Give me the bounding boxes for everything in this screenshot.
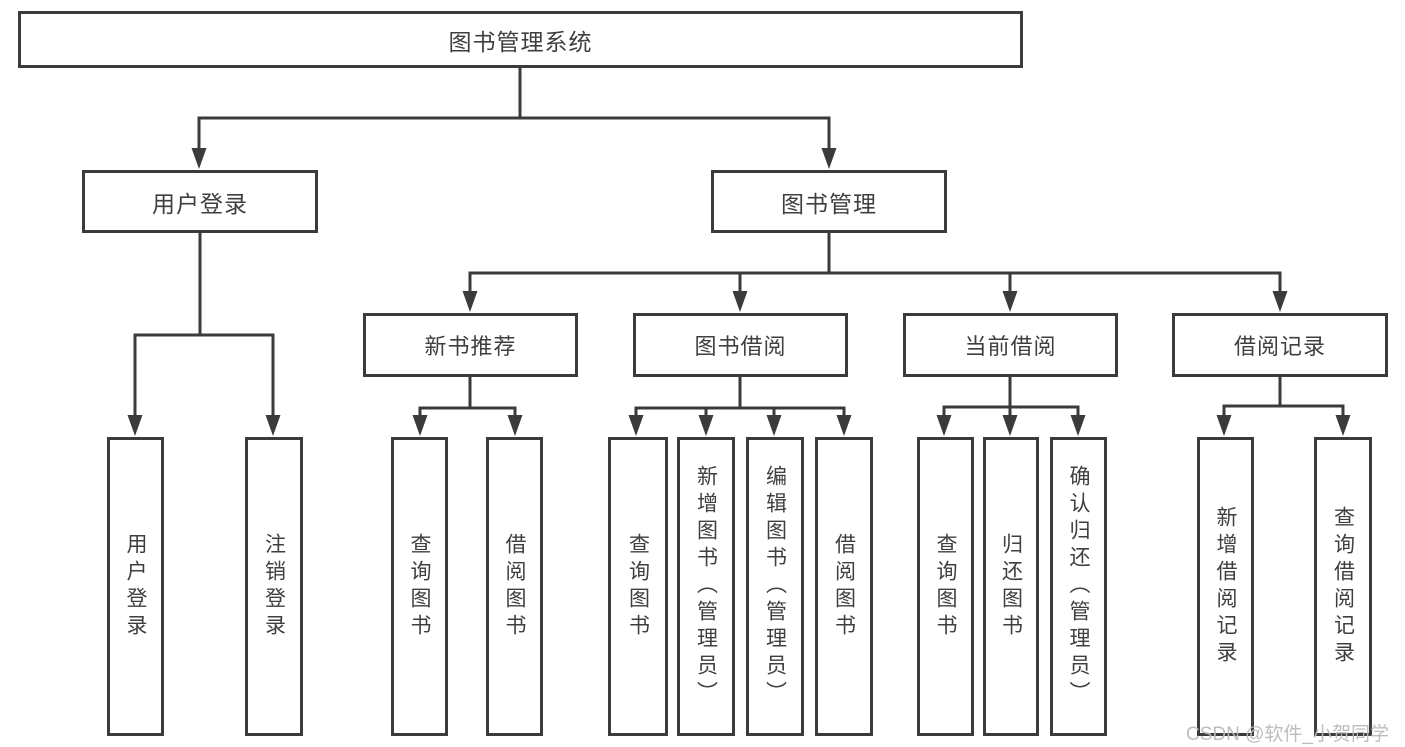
leaf-return-books: 归还图书 xyxy=(983,437,1039,736)
leaf-confirm-return-admin: 确认归还（管理员） xyxy=(1050,437,1107,736)
node-book-management: 图书管理 xyxy=(711,170,947,233)
leaf-query-books-borrow-label: 查询图书 xyxy=(626,532,650,641)
leaf-query-borrow-record: 查询借阅记录 xyxy=(1314,437,1372,736)
tree-edges xyxy=(133,68,1345,420)
leaf-user-login-label: 用户登录 xyxy=(124,532,147,641)
leaf-logout: 注销登录 xyxy=(245,437,303,736)
leaf-add-book-admin: 新增图书（管理员） xyxy=(677,437,735,736)
csdn-watermark: CSDN @软件_小贺同学 xyxy=(1186,724,1389,745)
leaf-query-books-borrow: 查询图书 xyxy=(608,437,668,736)
leaf-edit-book-admin-label: 编辑图书（管理员） xyxy=(763,465,787,708)
leaf-logout-label: 注销登录 xyxy=(262,532,286,641)
node-borrow-records: 借阅记录 xyxy=(1172,313,1388,377)
leaf-add-borrow-record: 新增借阅记录 xyxy=(1197,437,1254,736)
leaf-borrow-books: 借阅图书 xyxy=(815,437,873,736)
leaf-return-books-label: 归还图书 xyxy=(999,532,1023,641)
leaf-query-books-current-label: 查询图书 xyxy=(934,532,957,641)
leaf-edit-book-admin: 编辑图书（管理员） xyxy=(746,437,804,736)
leaf-borrow-books-recommend-label: 借阅图书 xyxy=(503,532,526,641)
node-current-borrow: 当前借阅 xyxy=(903,313,1118,377)
leaf-borrow-books-recommend: 借阅图书 xyxy=(486,437,543,736)
leaf-confirm-return-admin-label: 确认归还（管理员） xyxy=(1067,465,1090,708)
leaf-user-login: 用户登录 xyxy=(107,437,164,736)
arrowheads xyxy=(127,148,1351,436)
leaf-query-books-recommend: 查询图书 xyxy=(391,437,448,736)
node-book-borrow: 图书借阅 xyxy=(633,313,848,377)
leaf-borrow-books-label: 借阅图书 xyxy=(832,532,856,641)
leaf-add-borrow-record-label: 新增借阅记录 xyxy=(1214,505,1237,668)
leaf-query-borrow-record-label: 查询借阅记录 xyxy=(1331,505,1355,668)
leaf-add-book-admin-label: 新增图书（管理员） xyxy=(694,465,718,708)
node-user-login: 用户登录 xyxy=(82,170,318,233)
leaf-query-books-current: 查询图书 xyxy=(917,437,974,736)
node-new-book-recommend: 新书推荐 xyxy=(363,313,578,377)
node-library-management-system: 图书管理系统 xyxy=(18,11,1023,68)
leaf-query-books-recommend-label: 查询图书 xyxy=(408,532,431,641)
